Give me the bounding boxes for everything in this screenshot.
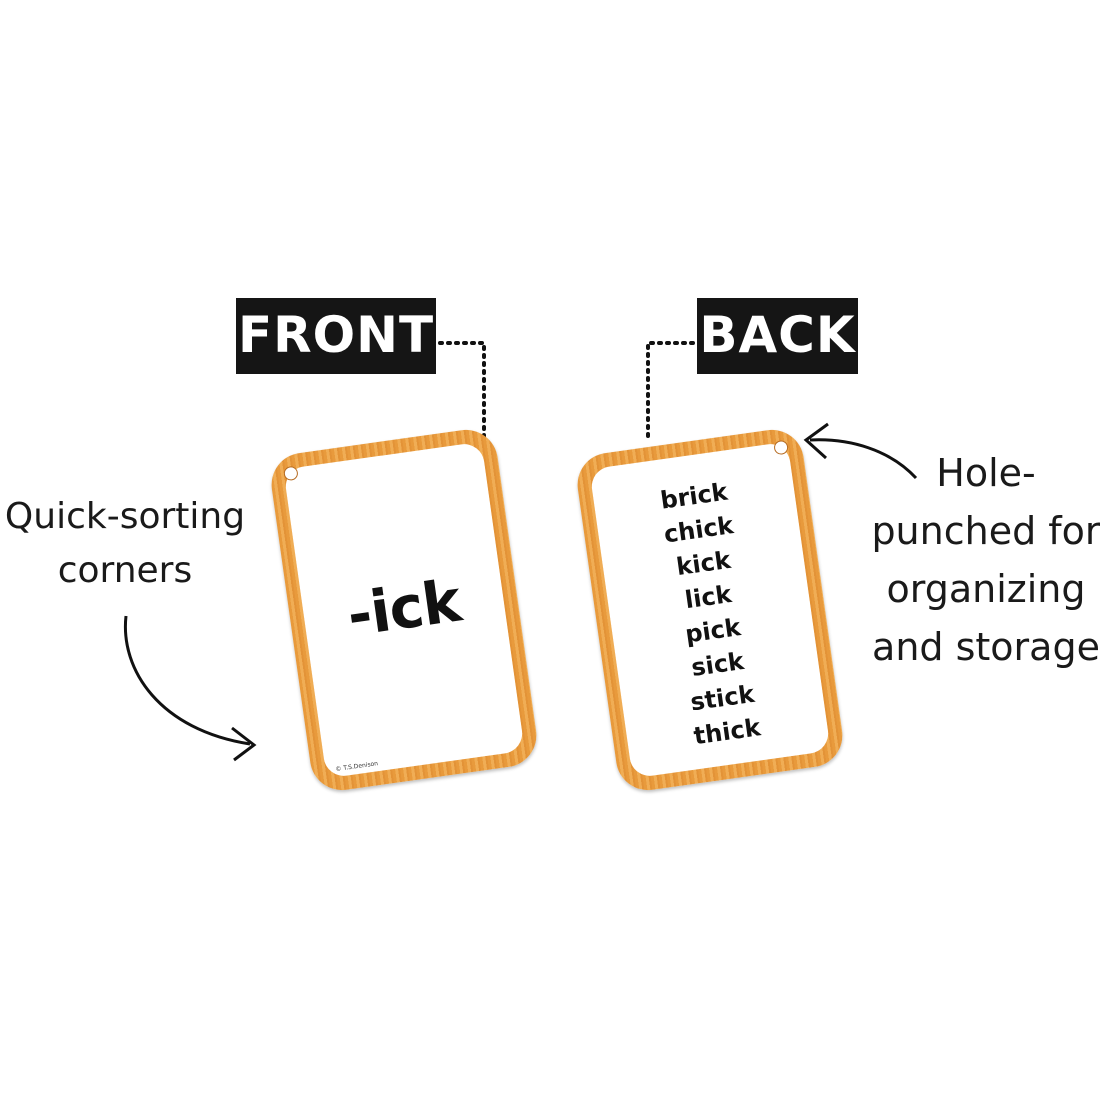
- right-caption-line: Hole-: [936, 451, 1036, 495]
- right-caption-line: punched for: [871, 509, 1100, 553]
- front-card: -ick © T.S.Denison: [267, 425, 541, 795]
- left-caption: Quick-sorting corners: [0, 490, 250, 598]
- back-card-word-list: brick chick kick lick pick sick stick th…: [593, 465, 829, 762]
- copyright-text: © T.S.Denison: [335, 760, 379, 774]
- left-caption-line: corners: [57, 550, 193, 591]
- back-card-face: brick chick kick lick pick sick stick th…: [589, 441, 831, 779]
- back-label: BACK: [697, 298, 858, 374]
- right-caption-line: organizing: [886, 567, 1086, 611]
- right-arrow-icon: [809, 438, 918, 480]
- back-card: brick chick kick lick pick sick stick th…: [573, 425, 847, 795]
- front-connector: [438, 341, 486, 454]
- front-card-face: -ick © T.S.Denison: [283, 441, 525, 779]
- right-caption-line: and storage: [872, 625, 1100, 669]
- left-caption-line: Quick-sorting: [4, 496, 246, 537]
- left-arrow-icon: [123, 615, 251, 746]
- front-label: FRONT: [236, 298, 436, 374]
- back-connector: [646, 341, 695, 444]
- front-card-word: -ick: [343, 566, 465, 650]
- right-caption: Hole- punched for organizing and storage: [868, 444, 1100, 676]
